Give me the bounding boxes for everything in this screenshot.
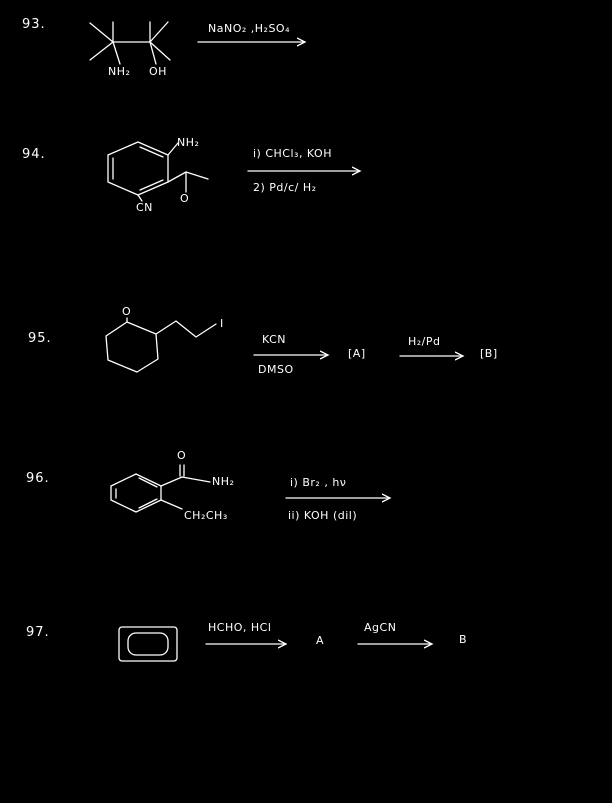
problem-93-hydroxyl-label: OH xyxy=(149,65,167,78)
problem-97-reagent-2: AgCN xyxy=(364,621,397,634)
problem-95-carbonyl-o-label: O xyxy=(122,305,132,318)
problem-95-reagent-dmso: DMSO xyxy=(258,363,294,376)
problem-93-reagent: NaNO₂ ,H₂SO₄ xyxy=(208,22,290,35)
problem-94-reagent-1: i) CHCl₃, KOH xyxy=(253,147,332,160)
problem-97-product-b: B xyxy=(459,633,468,646)
problem-94-number: 94. xyxy=(22,147,46,162)
problem-94-carbonyl-o-label: O xyxy=(180,192,190,205)
problem-97-product-a: A xyxy=(316,634,325,647)
problem-96-reagent-2: ii) KOH (dil) xyxy=(288,509,358,522)
problem-94-reagent-2: 2) Pd/c/ H₂ xyxy=(253,181,317,194)
problem-96-ethyl-label: CH₂CH₃ xyxy=(184,509,228,522)
problem-97-number: 97. xyxy=(26,625,50,640)
problem-94-structure xyxy=(107,141,209,202)
problem-97-reagent-1: HCHO, HCl xyxy=(208,621,272,634)
problem-96-number: 96. xyxy=(26,471,50,486)
problem-95-reagent-kcn: KCN xyxy=(262,333,287,346)
problem-96-amide-label: NH₂ xyxy=(212,475,235,488)
problem-95-product-b: [B] xyxy=(480,347,498,360)
problem-95-product-a: [A] xyxy=(348,347,366,360)
problem-95-structure xyxy=(105,317,217,373)
problem-94-amine-label: NH₂ xyxy=(177,136,200,149)
problem-93-amine-label: NH₂ xyxy=(108,65,131,78)
problem-96-reagent-1: i) Br₂ , hν xyxy=(290,476,347,489)
problem-95-number: 95. xyxy=(28,331,52,346)
problem-93-structure xyxy=(89,21,171,65)
problem-95-iodo-label: I xyxy=(220,317,224,330)
problem-93-number: 93. xyxy=(22,17,46,32)
problem-95-reagent-h2pd: H₂/Pd xyxy=(408,335,441,348)
problem-96-structure xyxy=(110,464,211,513)
problem-94-nitrile-label: CN xyxy=(136,201,153,214)
problem-97-structure xyxy=(118,626,178,662)
problem-96-carbonyl-o-label: O xyxy=(177,449,187,462)
